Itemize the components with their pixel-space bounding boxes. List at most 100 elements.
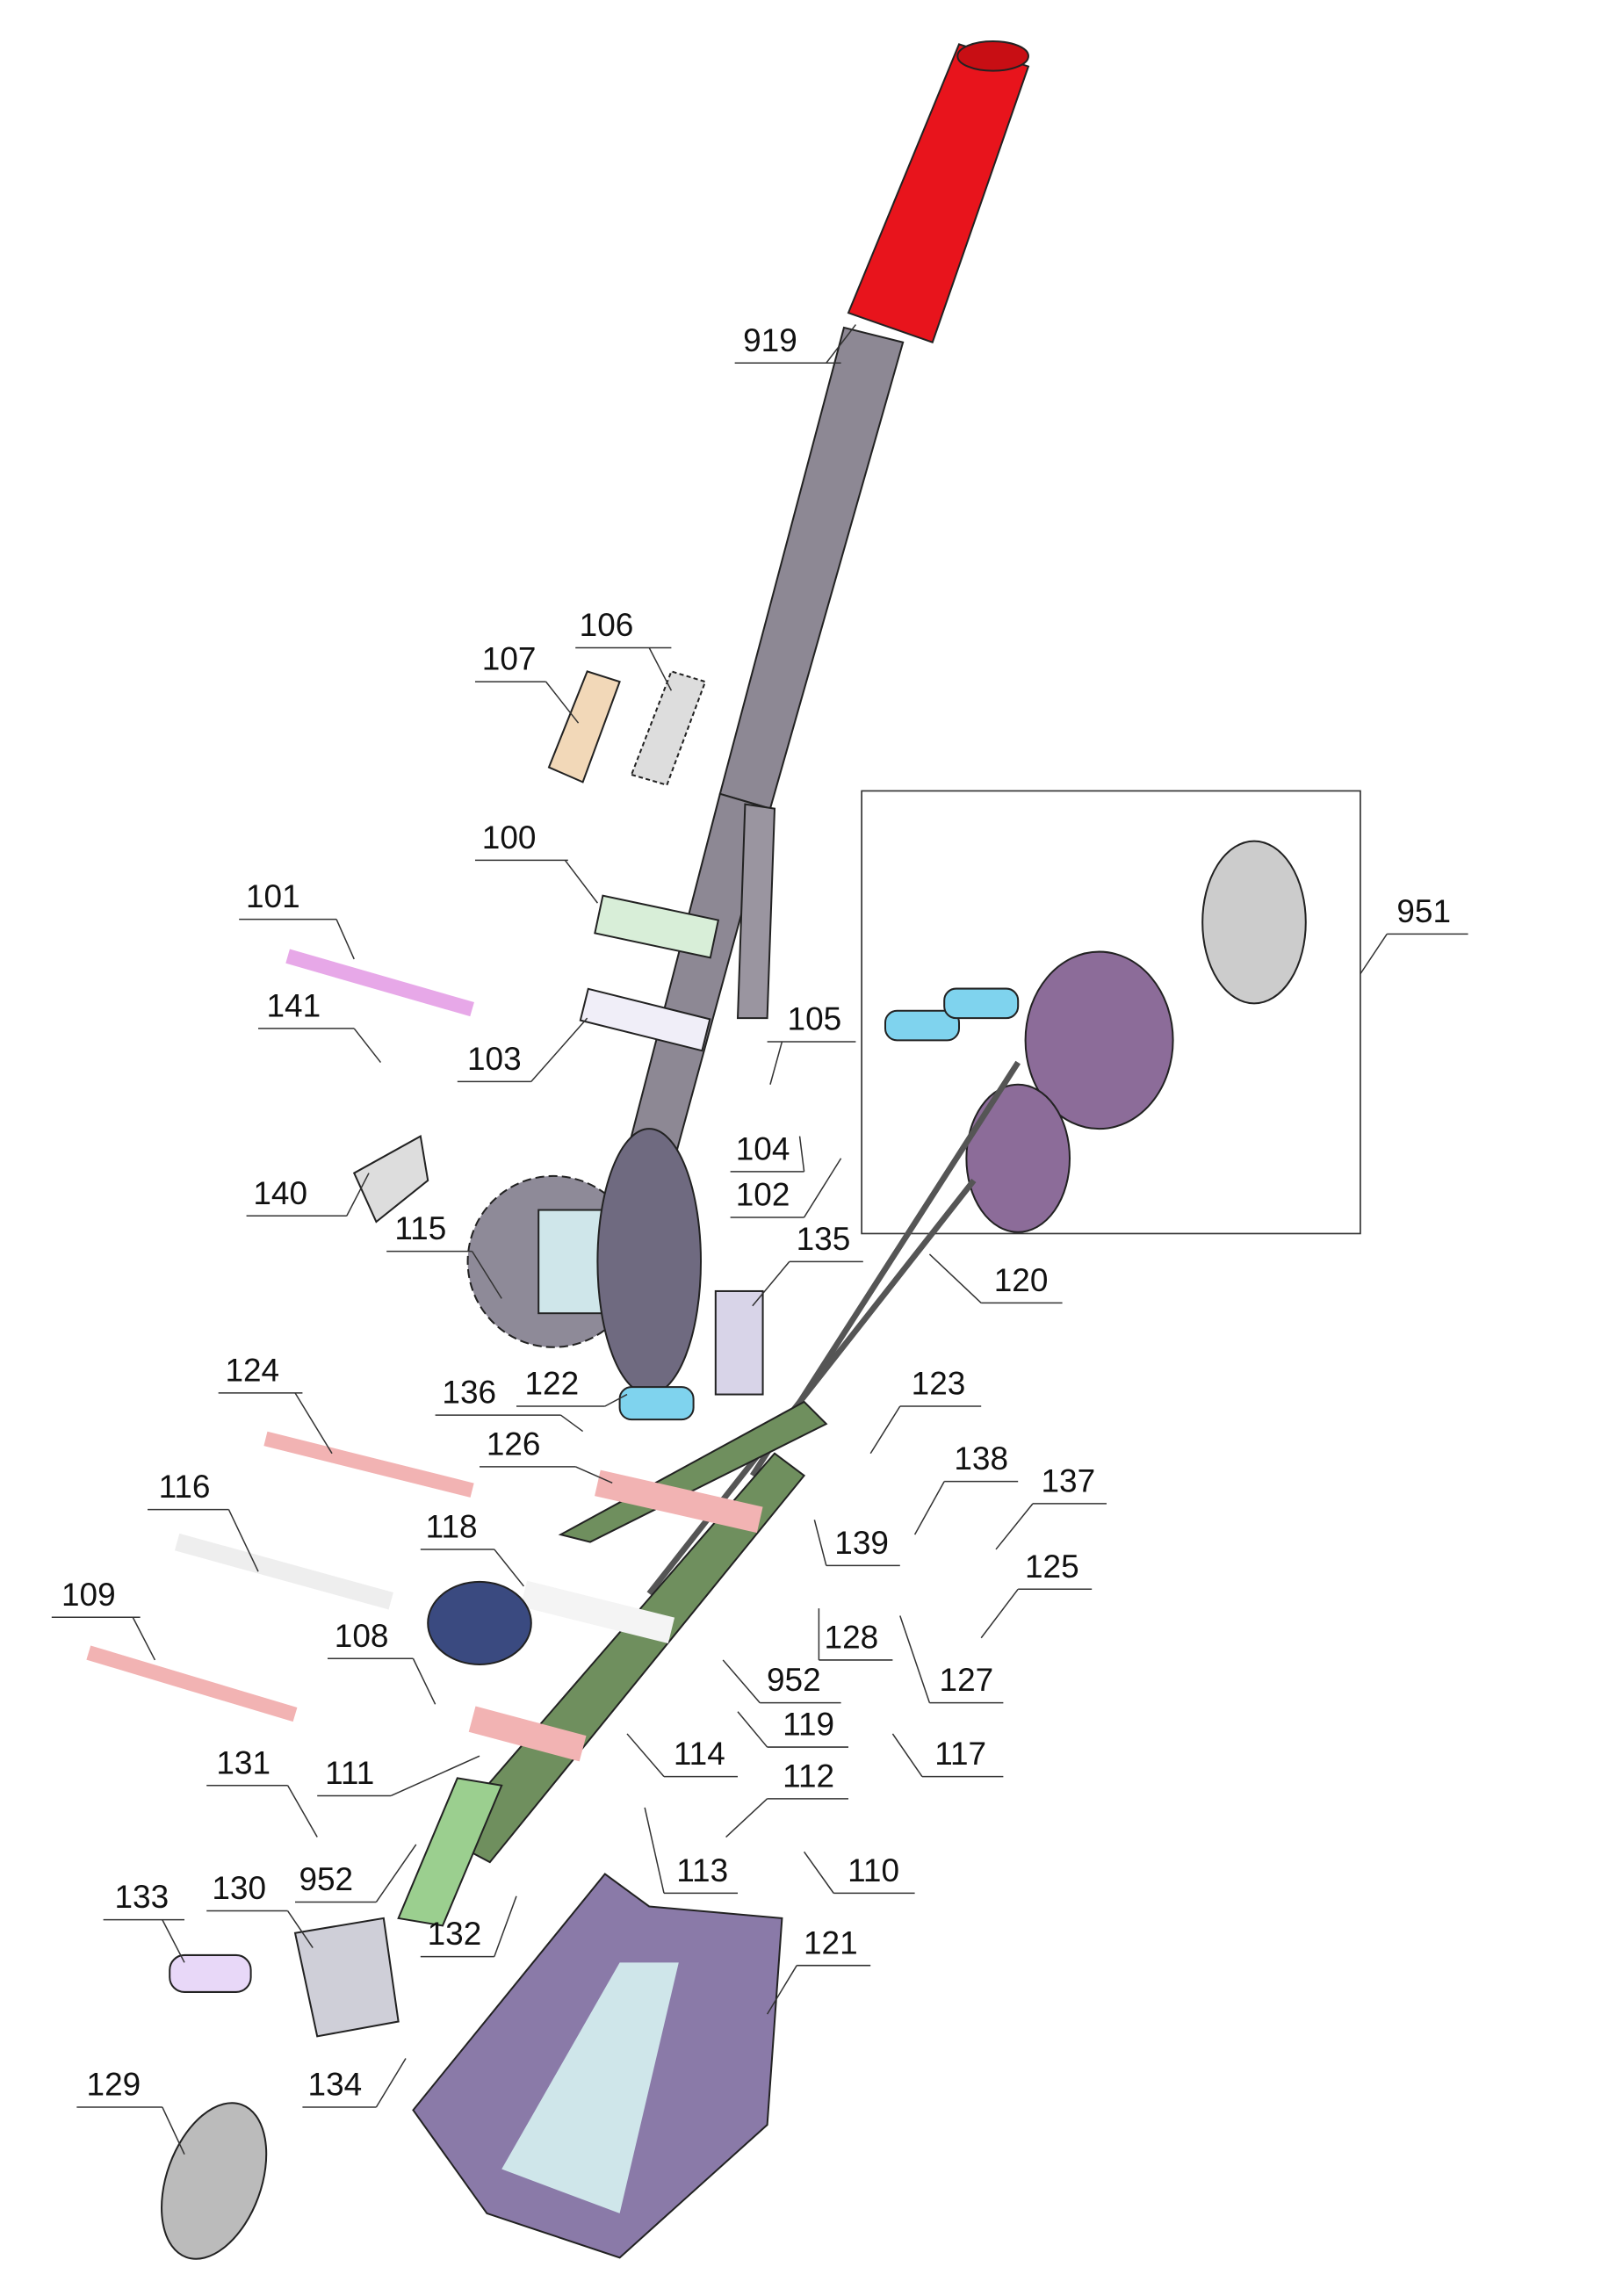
leader-line [530, 1017, 588, 1082]
part-number: 122 [525, 1366, 580, 1402]
leader-line [752, 1260, 790, 1307]
callout-117: 117 [891, 1733, 1004, 1778]
part-number: 101 [246, 878, 300, 914]
part-number: 124 [225, 1352, 279, 1388]
leader-line [375, 2058, 407, 2108]
leader-line [604, 1393, 628, 1407]
bolt-109 [86, 1645, 298, 1722]
part-number: 121 [804, 1924, 858, 1960]
leader-line [644, 1807, 665, 1894]
callout-126: 126 [480, 1426, 613, 1484]
leader-line [375, 1844, 417, 1903]
callout-110: 110 [803, 1851, 915, 1895]
callout-101: 101 [239, 878, 355, 960]
part-number: 952 [299, 1861, 353, 1897]
leader-line [995, 1503, 1034, 1550]
callout-116: 116 [148, 1469, 259, 1572]
part-number: 132 [428, 1916, 482, 1952]
leader-line [648, 647, 673, 691]
leader-line [564, 859, 599, 904]
leader-line [559, 1414, 584, 1433]
leader-line [335, 919, 355, 960]
part-number: 131 [216, 1744, 270, 1780]
callout-107: 107 [474, 641, 580, 724]
part-number: 108 [335, 1618, 389, 1654]
callout-114: 114 [626, 1733, 739, 1778]
part-number: 140 [253, 1175, 307, 1211]
callout-129: 129 [76, 2067, 185, 2155]
leader-line [980, 1588, 1019, 1639]
callout-108: 108 [327, 1618, 436, 1705]
callout-109: 109 [51, 1577, 156, 1661]
part-number: 116 [159, 1469, 211, 1505]
leader-line [286, 1785, 318, 1838]
part-number: 138 [954, 1440, 1008, 1477]
callout-123: 123 [869, 1366, 982, 1455]
leader-line [162, 1919, 185, 1963]
callout-133: 133 [103, 1879, 185, 1963]
callout-103: 103 [457, 1017, 588, 1083]
callout-130: 130 [206, 1870, 314, 1948]
leader-line [1360, 933, 1388, 975]
leader-line [737, 1711, 768, 1748]
leader-line [294, 1392, 333, 1455]
bolt-101 [285, 949, 474, 1017]
part-number: 106 [580, 607, 634, 643]
callout-106: 106 [575, 607, 673, 691]
callout-122: 122 [516, 1366, 628, 1407]
bolt-124 [263, 1431, 474, 1498]
roller-100 [594, 894, 720, 959]
callout-105: 105 [767, 1001, 856, 1085]
part-number: 102 [736, 1177, 790, 1213]
part-number: 130 [212, 1870, 266, 1906]
callout-919: 919 [734, 322, 856, 365]
bushing-b [943, 987, 1020, 1020]
callout-119: 119 [737, 1707, 848, 1748]
leader-line [803, 1158, 842, 1218]
shackle-130 [293, 1917, 400, 2038]
roller-103 [579, 987, 711, 1052]
leader-line [545, 681, 580, 724]
callout-121: 121 [766, 1924, 871, 2015]
part-number: 951 [1396, 893, 1451, 929]
leader-line [899, 1615, 931, 1703]
part-number: 110 [848, 1852, 899, 1888]
part-number: 133 [114, 1879, 169, 1915]
leader-line [869, 1405, 901, 1455]
callout-104: 104 [730, 1130, 805, 1173]
leader-line [913, 1481, 945, 1535]
callout-951: 951 [1360, 893, 1468, 975]
part-number: 109 [61, 1577, 116, 1613]
part-number: 134 [308, 2067, 363, 2103]
part-number: 139 [834, 1525, 889, 1561]
callout-132: 132 [420, 1895, 517, 1958]
hook-129 [161, 2102, 268, 2260]
frame [397, 1400, 828, 1927]
guide-135 [714, 1289, 764, 1396]
leader-line [626, 1733, 665, 1778]
drum-disc [596, 1128, 703, 1396]
callout-138: 138 [913, 1440, 1019, 1535]
callout-131: 131 [206, 1744, 318, 1838]
leader-line [353, 1028, 382, 1064]
leader-line [494, 1895, 517, 1957]
part-number: 128 [825, 1620, 879, 1656]
cam-disc [1201, 840, 1307, 1005]
leader-line [162, 2106, 185, 2155]
part-number: 113 [676, 1852, 728, 1888]
part-number: 137 [1041, 1462, 1095, 1498]
callout-141: 141 [258, 987, 382, 1064]
leader-line [390, 1755, 480, 1797]
leader-line [725, 1798, 768, 1838]
part-number: 105 [788, 1001, 842, 1037]
part-number: 117 [934, 1736, 986, 1772]
callout-952: 952 [722, 1659, 841, 1704]
leader-line [227, 1509, 259, 1572]
part-number: 123 [912, 1366, 966, 1402]
spacer-126 [595, 1469, 763, 1534]
handle-grip [847, 43, 1030, 344]
leader-line [494, 1549, 525, 1587]
part-number: 100 [482, 819, 537, 856]
leader-line [132, 1616, 156, 1661]
